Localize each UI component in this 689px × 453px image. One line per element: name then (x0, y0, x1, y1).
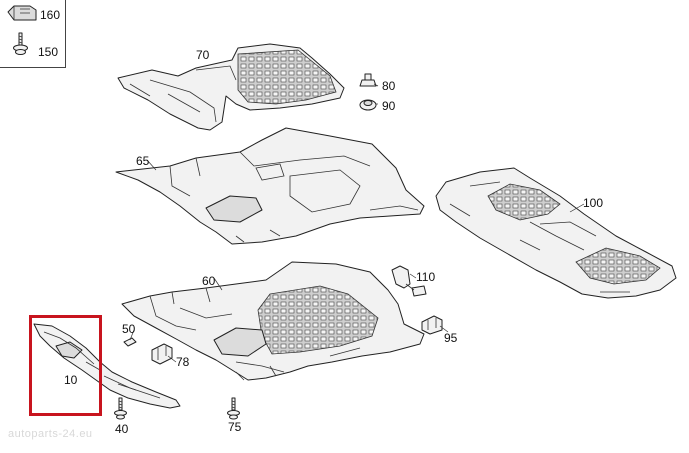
screw-40-icon (114, 397, 127, 420)
fastener-80-icon (359, 73, 377, 87)
bracket-110-icon (391, 265, 427, 297)
legend-box (0, 0, 66, 68)
clip-78-icon (151, 343, 173, 365)
leader-lines (129, 83, 585, 363)
callout-90: 90 (382, 99, 396, 113)
callout-50: 50 (122, 322, 136, 336)
callout-10: 10 (64, 373, 78, 387)
panel-70-shape (117, 43, 345, 131)
panel-10-shape (33, 323, 181, 409)
screw-150-icon (13, 32, 28, 55)
callout-95: 95 (444, 331, 458, 345)
callout-100: 100 (583, 196, 604, 210)
callout-78: 78 (176, 355, 190, 369)
screw-75-icon (227, 397, 240, 420)
callout-65: 65 (136, 154, 150, 168)
callout-75: 75 (228, 420, 242, 434)
fastener-90-icon (359, 99, 377, 111)
panel-65-shape (115, 127, 425, 245)
callout-40: 40 (115, 422, 129, 436)
clip-50-icon (123, 337, 137, 347)
callout-110: 110 (416, 270, 436, 284)
clip-160-icon (7, 5, 37, 21)
callout-70: 70 (196, 48, 210, 62)
callout-60: 60 (202, 274, 216, 288)
callout-80: 80 (382, 79, 396, 93)
watermark-text: autoparts-24.eu (8, 428, 93, 440)
clip-95-icon (421, 315, 443, 335)
panel-100-shape (435, 167, 677, 299)
callout-160: 160 (40, 8, 61, 22)
highlight-frame (29, 315, 102, 416)
panel-60-shape (121, 261, 425, 381)
callout-150: 150 (38, 45, 59, 59)
